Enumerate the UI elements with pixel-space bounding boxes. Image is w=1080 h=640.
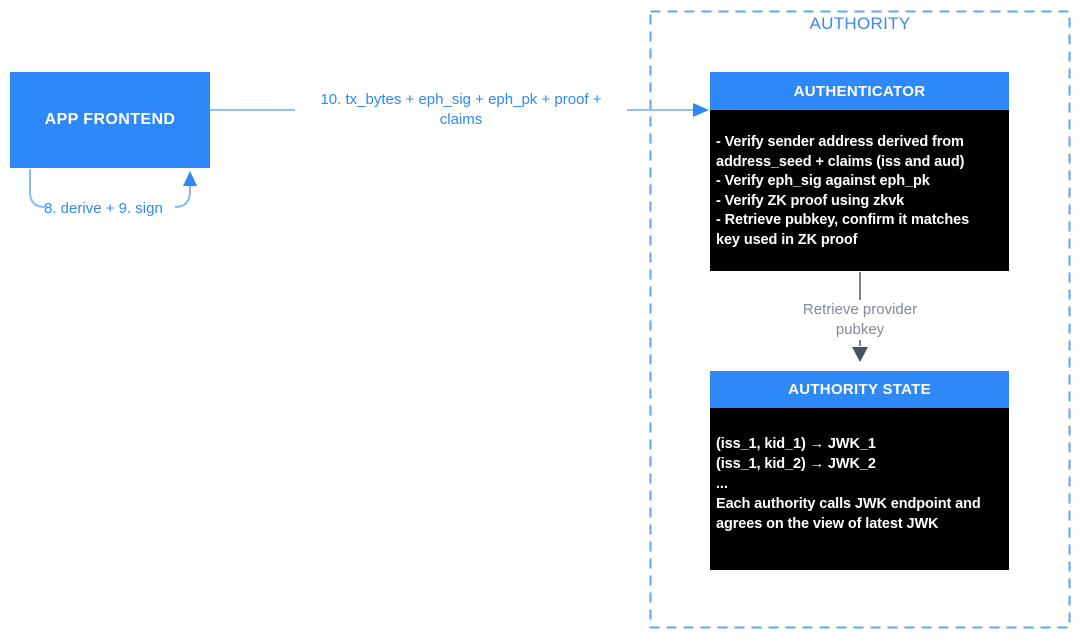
node-authenticator: AUTHENTICATOR - Verify sender address de…: [710, 72, 1009, 271]
edge-frontend-to-authenticator-arrowhead: [693, 103, 709, 117]
edge-label-frontend-to-authenticator: 10. tx_bytes + eph_sig + eph_pk + proof …: [295, 90, 627, 130]
edge-self-loop-left-curve: [29, 169, 46, 208]
node-authority-state: AUTHORITY STATE (iss_1, kid_1) → JWK_1 (…: [710, 371, 1009, 570]
authenticator-header: AUTHENTICATOR: [710, 72, 1009, 110]
authenticator-body: - Verify sender address derived from add…: [710, 110, 1009, 271]
edge-self-loop-arrowhead: [183, 171, 197, 186]
app-frontend-label: APP FRONTEND: [44, 111, 176, 128]
authority-state-header: AUTHORITY STATE: [710, 371, 1009, 408]
node-app-frontend: APP FRONTEND: [10, 72, 210, 168]
edge-self-loop-right-curve: [174, 186, 191, 208]
authority-state-body: (iss_1, kid_1) → JWK_1 (iss_1, kid_2) → …: [710, 408, 1009, 570]
edge-retrieve-arrowhead: [852, 347, 868, 362]
authority-container-title: AUTHORITY: [809, 14, 911, 33]
edge-label-self-loop: 8. derive + 9. sign: [44, 200, 163, 217]
edge-label-retrieve-provider-pubkey: Retrieve provider pubkey: [780, 300, 940, 340]
